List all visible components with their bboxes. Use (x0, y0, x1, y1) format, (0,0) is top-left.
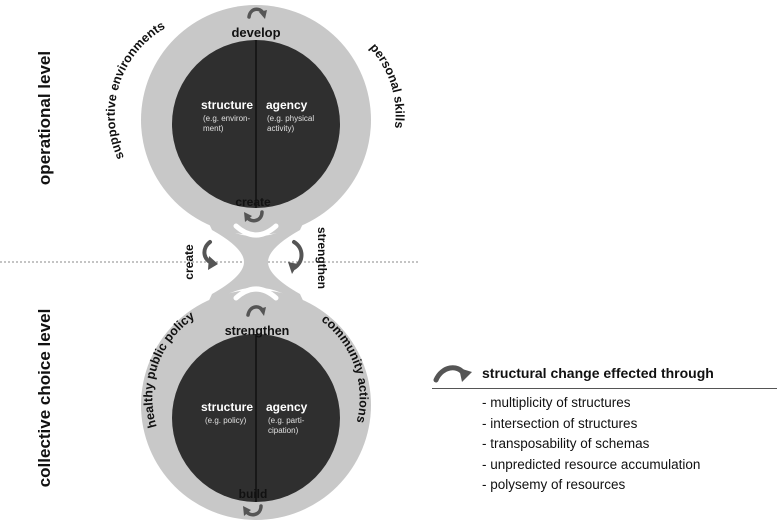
top-agency-title: agency (266, 98, 308, 112)
top-structure-sub2: ment) (203, 124, 224, 133)
curved-arrow-icon-strengthen-bottom (246, 305, 266, 317)
top-agency-sub2: activity) (267, 124, 294, 133)
top-agency-sub1: (e.g. physical (267, 114, 314, 123)
curved-arrow-icon-build (243, 504, 263, 517)
legend-item: transposability of schemas (482, 434, 777, 455)
bottom-agency-sub1: (e.g. parti- (268, 416, 305, 425)
legend-item: polysemy of resources (482, 475, 777, 496)
bottom-agency-sub2: cipation) (268, 426, 299, 435)
legend-item: unpredicted resource accumulation (482, 455, 777, 476)
legend-header: structural change effected through (432, 360, 777, 386)
top-structure-sub1: (e.g. environ- (203, 114, 250, 123)
create-side-label: create (182, 244, 196, 280)
legend-item: multiplicity of structures (482, 393, 777, 414)
strengthen-side-label: strengthen (315, 227, 329, 289)
personal-skills-arc: personal skills (367, 40, 406, 129)
curved-arrow-icon-develop (247, 7, 267, 19)
legend-item: intersection of structures (482, 414, 777, 435)
build-label: build (239, 487, 268, 501)
neck-highlights (233, 223, 279, 301)
strengthen-label-bottom: strengthen (225, 324, 290, 338)
legend-title: structural change effected through (482, 365, 714, 381)
top-structure-title: structure (201, 98, 253, 112)
curved-arrow-legend-icon (433, 365, 472, 383)
collective-level-label: collective choice level (35, 309, 54, 488)
curved-arrow-icon-create-top (244, 210, 264, 223)
create-label-top: create (235, 195, 271, 209)
develop-label: develop (231, 25, 280, 40)
bottom-structure-title: structure (201, 400, 253, 414)
curved-arrow-icon-create-left (202, 240, 218, 270)
legend: structural change effected through multi… (432, 360, 777, 496)
bottom-agency-title: agency (266, 400, 308, 414)
legend-items: multiplicity of structures intersection … (482, 393, 777, 496)
legend-divider (432, 388, 777, 389)
curved-arrow-icon-strengthen-right (288, 240, 304, 274)
bottom-structure-sub1: (e.g. policy) (205, 416, 247, 425)
operational-level-label: operational level (35, 51, 54, 185)
